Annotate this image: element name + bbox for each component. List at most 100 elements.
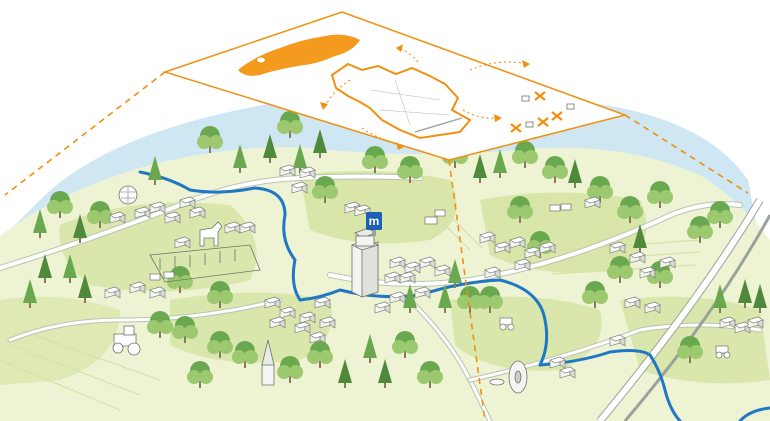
building-clusters xyxy=(104,164,764,379)
tree xyxy=(607,256,633,283)
tree xyxy=(507,196,533,223)
house xyxy=(584,196,601,209)
tree xyxy=(738,279,752,308)
house xyxy=(479,231,496,244)
tree xyxy=(338,359,352,388)
house xyxy=(109,211,126,224)
tree xyxy=(197,126,223,153)
tractor-icon xyxy=(112,325,141,356)
tree xyxy=(232,341,258,368)
house xyxy=(309,331,326,344)
tree xyxy=(568,159,582,188)
tree xyxy=(148,156,162,185)
tree xyxy=(542,156,568,183)
house xyxy=(319,316,336,329)
house xyxy=(389,291,406,304)
water-tower-icon xyxy=(118,185,138,205)
tree xyxy=(713,284,727,313)
cross-marker xyxy=(510,123,522,133)
house xyxy=(514,258,531,271)
tractor-icon xyxy=(499,317,731,359)
tree xyxy=(187,361,213,388)
house xyxy=(299,311,316,324)
tree xyxy=(753,284,767,313)
tree xyxy=(477,286,503,313)
house xyxy=(291,181,308,194)
horse-icon xyxy=(199,221,223,247)
house xyxy=(269,316,286,329)
tree xyxy=(362,146,388,173)
sweden-map-icon xyxy=(238,34,360,76)
river xyxy=(138,170,770,421)
house xyxy=(624,296,641,309)
house xyxy=(239,221,256,234)
tree xyxy=(633,224,647,253)
house xyxy=(189,206,206,219)
tree xyxy=(473,154,487,183)
house xyxy=(314,296,331,309)
house xyxy=(434,264,451,277)
projection-lines xyxy=(4,71,749,421)
house xyxy=(419,256,436,269)
house xyxy=(279,306,296,319)
tree xyxy=(307,341,333,368)
tree xyxy=(438,284,452,313)
tree xyxy=(38,254,52,283)
house xyxy=(549,356,566,369)
house xyxy=(104,286,121,299)
tree xyxy=(512,141,538,168)
tree xyxy=(78,274,92,303)
house xyxy=(609,241,626,254)
overlay-markers xyxy=(510,91,575,133)
cross-marker xyxy=(551,111,563,121)
tree xyxy=(277,356,303,383)
municipality-tower-icon xyxy=(350,227,380,298)
tree xyxy=(677,336,703,363)
house xyxy=(719,316,736,329)
house xyxy=(374,301,391,314)
tree xyxy=(378,359,392,388)
house xyxy=(414,286,431,299)
house xyxy=(539,241,556,254)
tree xyxy=(293,144,307,173)
tree xyxy=(263,134,277,163)
municipality-outline-icon xyxy=(330,62,472,140)
house xyxy=(149,286,166,299)
tree xyxy=(63,254,77,283)
tree xyxy=(397,156,423,183)
house xyxy=(384,271,401,284)
house xyxy=(524,246,541,259)
house xyxy=(559,366,576,379)
tree xyxy=(687,216,713,243)
house xyxy=(404,261,421,274)
tree xyxy=(172,316,198,343)
house xyxy=(484,266,501,279)
tree xyxy=(582,281,608,308)
house xyxy=(279,164,296,177)
box-marker xyxy=(566,103,575,110)
house xyxy=(164,211,181,224)
house xyxy=(299,166,316,179)
overlay-map-panel xyxy=(162,11,628,161)
house xyxy=(149,201,166,214)
tree xyxy=(87,201,113,228)
house xyxy=(134,206,151,219)
house xyxy=(179,196,196,209)
tree xyxy=(33,209,47,238)
svg-text:m: m xyxy=(369,214,380,228)
tree xyxy=(392,331,418,358)
tree xyxy=(363,334,377,363)
house xyxy=(264,296,281,309)
tree xyxy=(207,281,233,308)
house xyxy=(747,316,764,329)
tree xyxy=(147,311,173,338)
tree xyxy=(493,149,507,178)
m-logo-sign-icon: m xyxy=(366,212,382,236)
house xyxy=(294,321,311,334)
house xyxy=(644,301,661,314)
house xyxy=(509,236,526,249)
tree xyxy=(233,144,247,173)
tree-clusters xyxy=(23,111,767,388)
tree xyxy=(73,214,87,243)
